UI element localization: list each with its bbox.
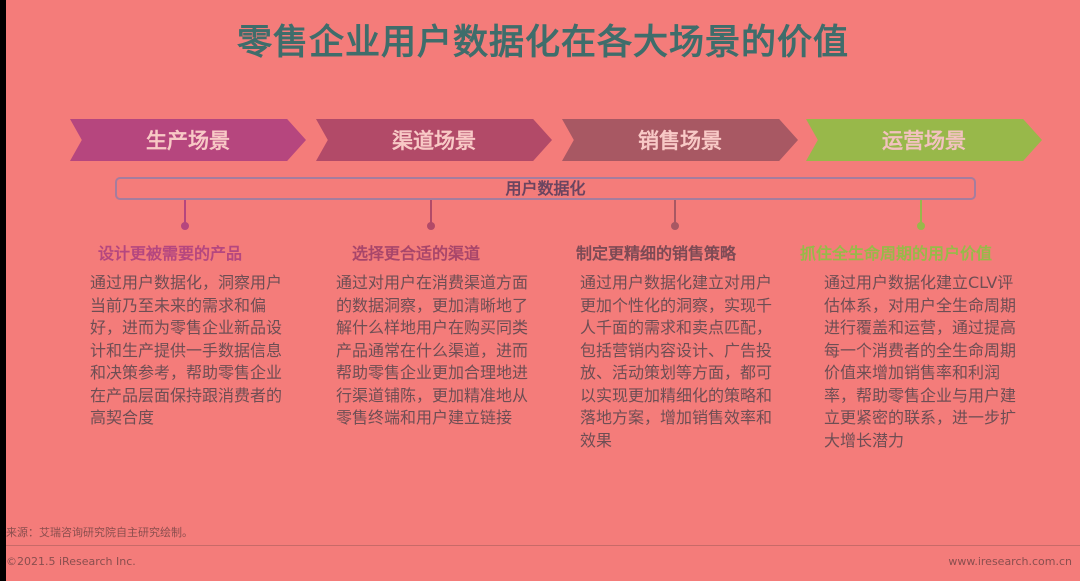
scene-arrow-sales: 销售场景: [562, 119, 798, 161]
column-heading-2: 选择更合适的渠道: [352, 244, 481, 263]
column-body-2: 通过对用户在消费渠道方面的数据洞察，更加清晰地了解什么样地用户在购买同类产品通常…: [336, 273, 529, 427]
user-datafication-bar: 用户数据化: [115, 177, 976, 200]
column-body-3: 通过用户数据化建立对用户更加个性化的洞察，实现千人千面的需求和卖点匹配，包括营销…: [580, 273, 773, 450]
column-heading-1: 设计更被需要的产品: [98, 244, 243, 263]
column-heading-3: 制定更精细的销售策略: [576, 244, 737, 263]
footer-divider: [6, 545, 1080, 546]
slide: 零售企业用户数据化在各大场景的价值 生产场景 渠道场景 销售场景 运营场景 用户…: [6, 0, 1080, 581]
connector-dot-4: [917, 222, 925, 230]
connector-dot-2: [427, 222, 435, 230]
page-title: 零售企业用户数据化在各大场景的价值: [236, 23, 849, 63]
scene-arrow-operations: 运营场景: [806, 119, 1042, 161]
column-body-4: 通过用户数据化建立CLV评估体系，对用户全生命周期进行覆盖和运营，通过提高每一个…: [824, 273, 1017, 450]
connector-line-2: [430, 200, 432, 224]
copyright-text: ©2021.5 iResearch Inc.: [6, 555, 136, 568]
scene-arrow-production: 生产场景: [70, 119, 306, 161]
connector-line-3: [674, 200, 676, 224]
source-note: 来源：艾瑞咨询研究院自主研究绘制。: [6, 526, 193, 539]
connector-line-1: [184, 200, 186, 224]
connector-dot-1: [181, 222, 189, 230]
connector-dot-3: [671, 222, 679, 230]
column-body-1: 通过用户数据化，洞察用户当前乃至未来的需求和偏好，进而为零售企业新品设计和生产提…: [90, 273, 283, 427]
column-heading-4: 抓住全生命周期的用户价值: [800, 244, 993, 263]
website-text: www.iresearch.com.cn: [948, 555, 1072, 568]
scene-arrow-channel: 渠道场景: [316, 119, 552, 161]
connector-line-4: [920, 200, 922, 224]
